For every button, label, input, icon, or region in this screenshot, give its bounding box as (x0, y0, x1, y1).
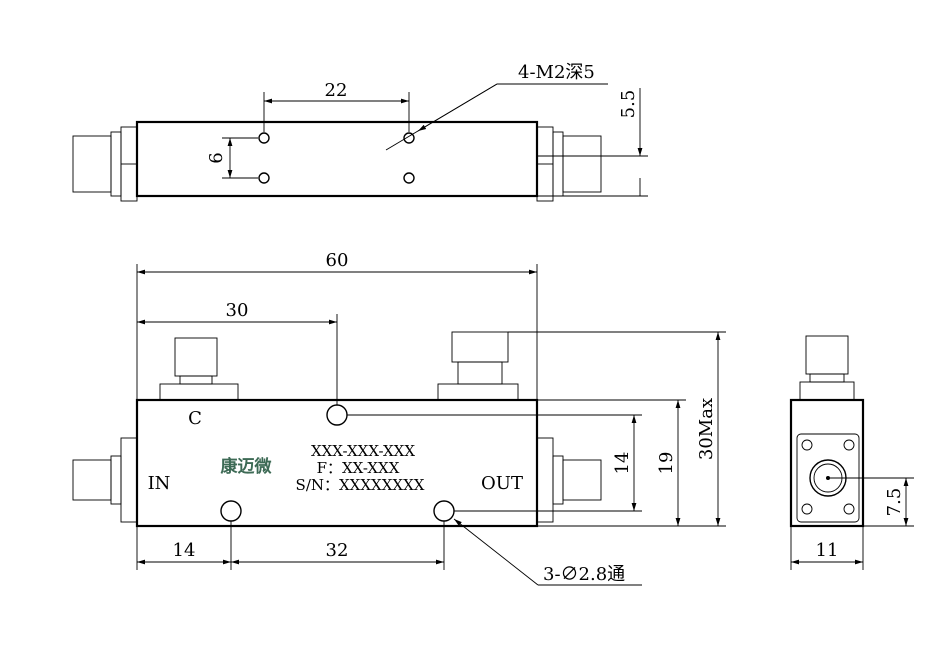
top-left-connector (72, 126, 138, 202)
freq-text: F：XX-XXX (317, 459, 400, 477)
dim-32: 32 (326, 540, 349, 561)
flange-screw (843, 439, 855, 451)
dim-22: 22 (325, 80, 348, 101)
m2-hole (403, 132, 415, 144)
brand-logo: 康迈微 (221, 456, 273, 477)
top-view: 22 6 5.5 4-M2深5 (72, 62, 648, 202)
serial-text: S/N：XXXXXXXX (296, 476, 425, 494)
label-out: OUT (481, 473, 523, 494)
side-view: 7.5 11 (789, 335, 914, 570)
dim-7-5: 7.5 (884, 488, 905, 517)
hole-note-through: 3-∅2.8通 (543, 564, 625, 585)
termination-load (437, 331, 519, 401)
top-body (135, 120, 539, 198)
dim-30: 30 (226, 300, 249, 321)
m2-hole (403, 172, 415, 184)
output-connector (536, 437, 602, 523)
flange-screw (843, 503, 855, 515)
flange-screw (801, 503, 813, 515)
top-right-connector (536, 126, 602, 202)
side-body (789, 398, 865, 528)
side-top-connector (799, 335, 855, 401)
dim-30max: 30Max (696, 398, 717, 460)
coupled-connector (159, 337, 239, 401)
dim-14-horizontal: 14 (173, 540, 196, 561)
flange-screw (801, 439, 813, 451)
dim-19: 19 (656, 452, 677, 475)
hole-note-m2: 4-M2深5 (518, 62, 595, 83)
m2-hole (258, 172, 270, 184)
dim-6: 6 (206, 152, 227, 163)
label-in: IN (148, 473, 171, 494)
front-body (135, 398, 539, 528)
m2-hole (258, 132, 270, 144)
dim-14-vertical: 14 (612, 452, 633, 475)
dim-60: 60 (326, 250, 349, 271)
model-text: XXX-XXX-XXX (311, 442, 415, 460)
input-connector (72, 437, 138, 523)
label-c: C (188, 408, 202, 429)
dim-5-5: 5.5 (618, 90, 639, 119)
front-view: C IN OUT 康迈微 XXX-XXX-XXX F：XX-XXX S/N：XX… (72, 250, 726, 586)
dim-11: 11 (816, 540, 839, 561)
